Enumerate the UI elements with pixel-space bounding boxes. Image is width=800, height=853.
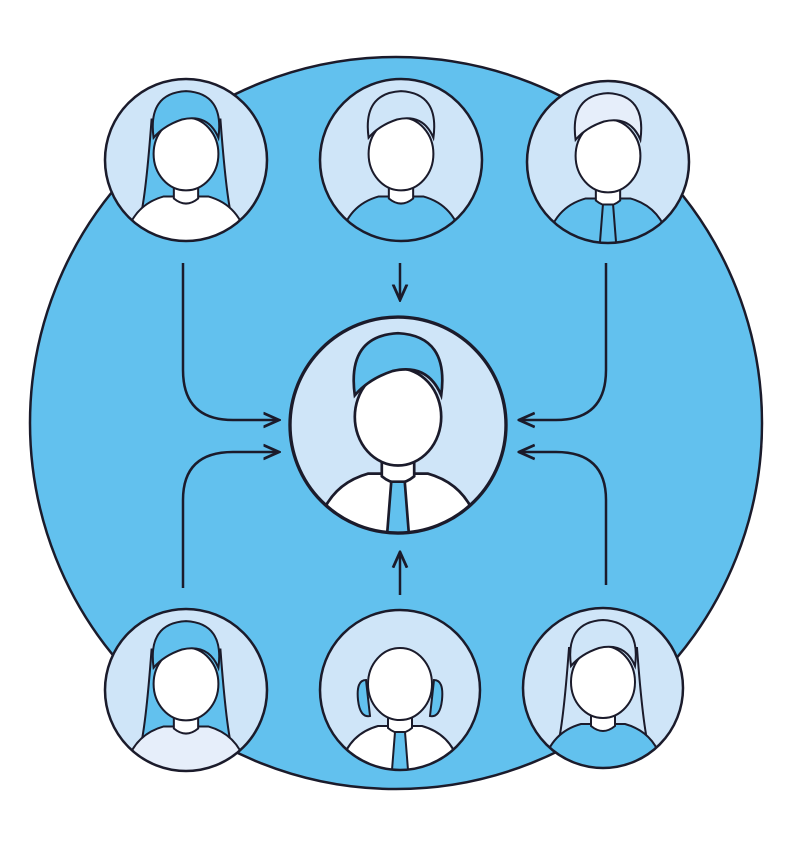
avatar-head [367,647,433,721]
connector-bottom-left [181,452,279,588]
connector-bottom-right [519,452,608,585]
connectors [181,263,608,595]
avatar-top-middle [318,77,484,243]
connector-top-left [181,263,279,420]
connector-top-right [519,263,608,420]
avatar-top-left [103,77,269,243]
avatar-bottom-left [103,607,269,773]
